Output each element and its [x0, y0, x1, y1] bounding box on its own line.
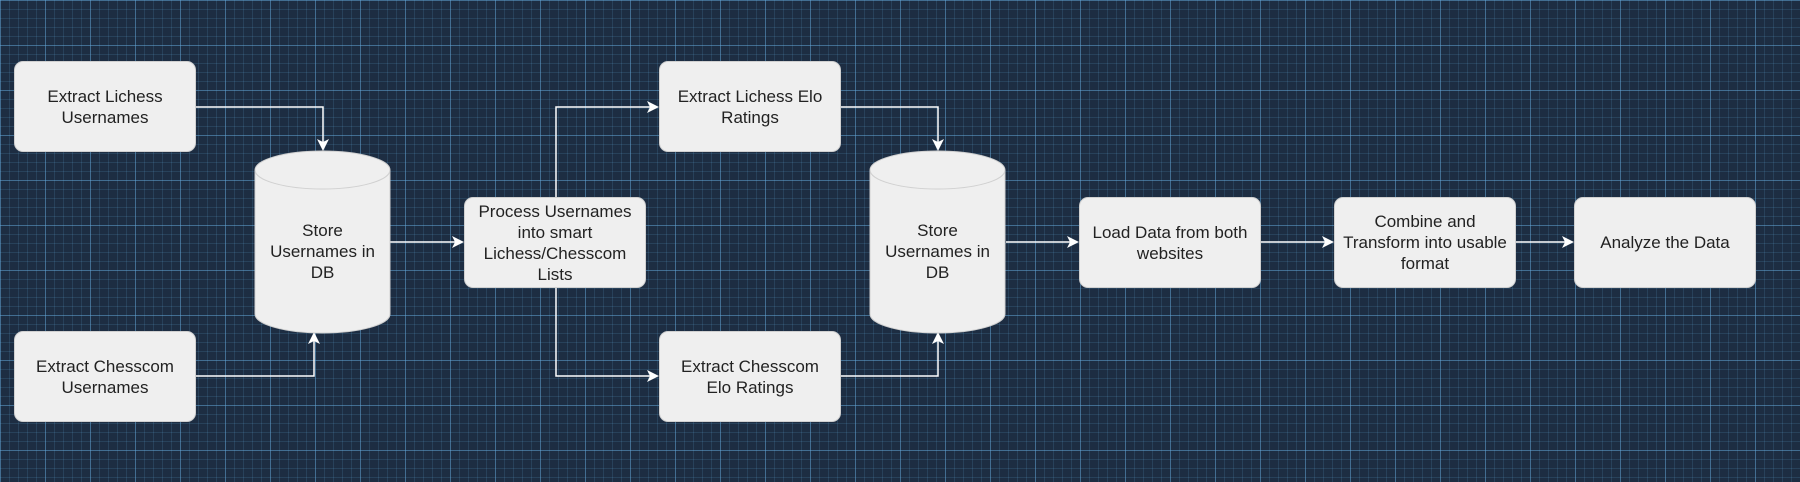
edge-chesscom-elo-to-db2 [841, 332, 944, 377]
node-label: Combine and Transform into usable format [1343, 212, 1507, 273]
cylinder-icon [869, 150, 1006, 334]
node-label: Extract Lichess Usernames [47, 86, 163, 127]
node-label: Extract Chesscom Elo Ratings [681, 356, 819, 397]
node-extract-chesscom-elo[interactable]: Extract Chesscom Elo Ratings [659, 331, 841, 422]
node-combine-transform[interactable]: Combine and Transform into usable format [1334, 197, 1516, 288]
database-store-usernames-2[interactable]: Store Usernames in DB [869, 150, 1006, 334]
node-label: Extract Lichess Elo Ratings [677, 86, 823, 127]
node-analyze-data[interactable]: Analyze the Data [1574, 197, 1756, 288]
edge-process-to-chesscom-elo [555, 287, 659, 382]
node-extract-lichess-elo[interactable]: Extract Lichess Elo Ratings [659, 61, 841, 152]
node-label: Load Data from both websites [1092, 222, 1248, 263]
edge-chesscom-usernames-to-db1 [196, 332, 320, 377]
node-load-data[interactable]: Load Data from both websites [1079, 197, 1261, 288]
cylinder-icon [254, 150, 391, 334]
node-label: Analyze the Data [1600, 233, 1730, 252]
edge-lichess-usernames-to-db1 [196, 106, 329, 151]
node-label: Extract Chesscom Usernames [36, 356, 174, 397]
node-extract-lichess-usernames[interactable]: Extract Lichess Usernames [14, 61, 196, 152]
edge-process-to-lichess-elo [555, 101, 659, 197]
node-extract-chesscom-usernames[interactable]: Extract Chesscom Usernames [14, 331, 196, 422]
node-label: Process Usernames into smart Lichess/Che… [478, 201, 632, 284]
node-process-usernames[interactable]: Process Usernames into smart Lichess/Che… [464, 197, 646, 288]
database-store-usernames-1[interactable]: Store Usernames in DB [254, 150, 391, 334]
database-label: Store Usernames in DB [270, 220, 375, 282]
edge-lichess-elo-to-db2 [841, 106, 944, 151]
database-label: Store Usernames in DB [885, 220, 990, 282]
